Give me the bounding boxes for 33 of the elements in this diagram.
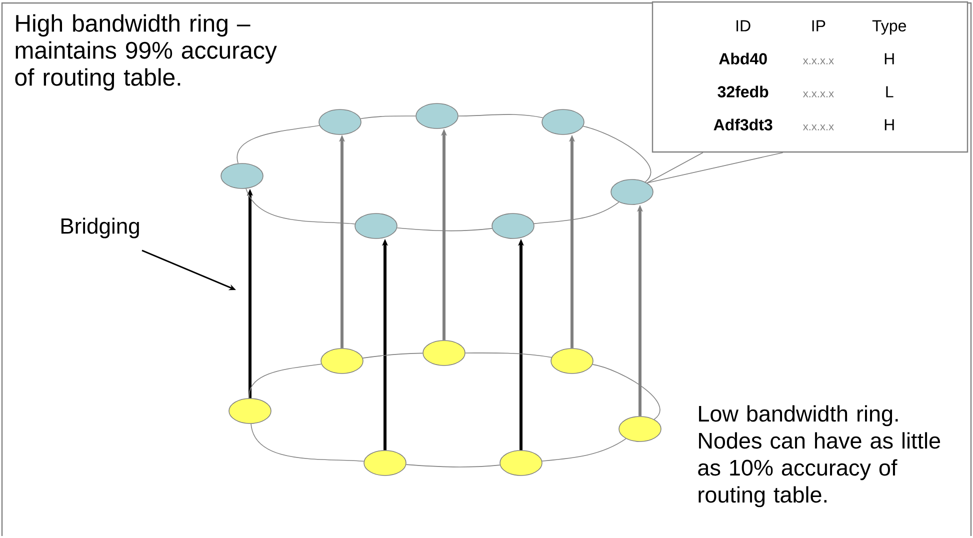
ring-line [465, 352, 552, 358]
callout-text: Bridging [61, 218, 139, 238]
peer-node [422, 340, 466, 366]
peer-node [354, 213, 398, 239]
ring-line [592, 364, 660, 420]
ring-line [236, 125, 320, 164]
peer-node [492, 213, 534, 239]
ring-line [534, 202, 620, 224]
ring-line [246, 188, 356, 224]
ring-description: Low bandwidth ring. Nodes can have as little as 10% accuracy of routing table. [698, 405, 940, 508]
ring-line [542, 438, 626, 462]
peer-node [320, 348, 364, 374]
ring-line [406, 464, 500, 468]
ring-line [396, 227, 492, 232]
ring-line [250, 423, 364, 462]
peer-node [318, 109, 362, 135]
peer-node [542, 109, 584, 135]
ring-line [458, 114, 544, 118]
peer-node [500, 450, 542, 476]
ring-line [582, 126, 652, 182]
peer-node [618, 416, 662, 442]
peer-node [550, 348, 594, 374]
ring-line [248, 364, 322, 398]
ring-description: High bandwidth ring – maintains 99% accuracy of routing table. [15, 14, 277, 91]
peer-node [610, 179, 654, 205]
peer-node [416, 103, 458, 129]
peer-node [364, 450, 406, 476]
callout-table: ID IP Type Abd40 x.x.x.x H 32fedb x.x.x.x L Adf3dt3 x.x.x.x H [652, 1, 968, 153]
peer-node [228, 398, 272, 424]
ring-line [362, 352, 423, 358]
ring-line [360, 116, 416, 120]
callout-pointer [646, 152, 784, 184]
peer-node [220, 163, 264, 189]
